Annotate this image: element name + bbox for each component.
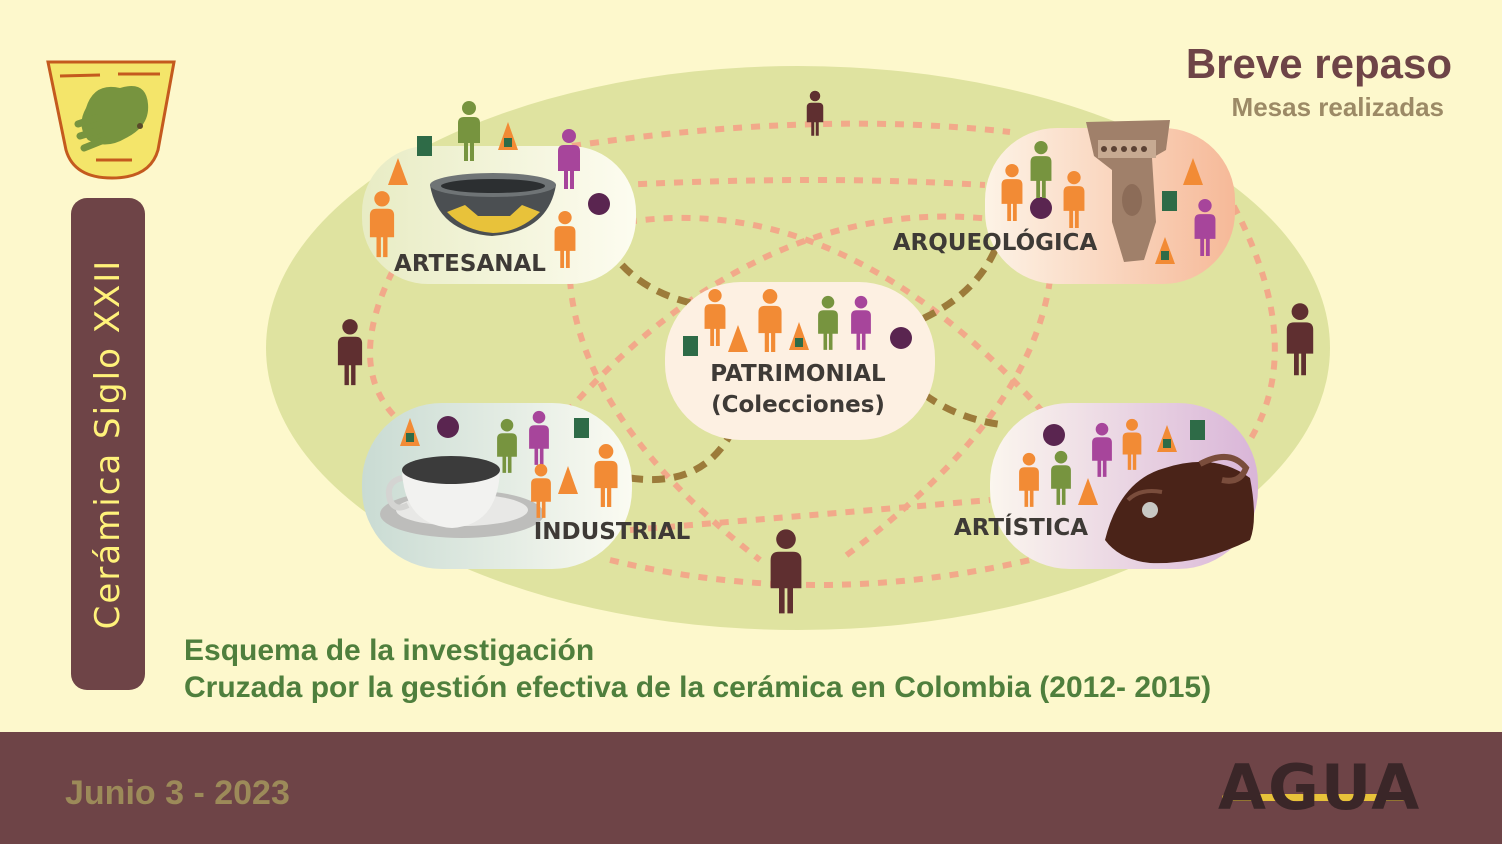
- circle-icon: [890, 327, 912, 349]
- caption-line-1: Esquema de la investigación: [184, 634, 595, 667]
- label-patrimonial: PATRIMONIAL: [710, 361, 886, 387]
- circle-icon: [1043, 424, 1065, 446]
- sidebar-label: Cerámica Siglo XXII: [88, 258, 128, 630]
- label-arqueologica: ARQUEOLÓGICA: [893, 228, 1098, 256]
- triangle-icon: [498, 122, 518, 150]
- triangle-icon: [1155, 237, 1175, 264]
- agua-logo: AGUA: [1218, 750, 1422, 826]
- square-icons: [417, 136, 1205, 440]
- person-icon: [337, 319, 363, 386]
- circle-icon: [437, 416, 459, 438]
- label-artesanal: ARTESANAL: [394, 251, 546, 277]
- square-icon: [1190, 420, 1205, 440]
- circle-icons: [437, 193, 1065, 446]
- person-icon: [1019, 452, 1039, 507]
- person-icon: [1063, 170, 1085, 228]
- caption-line-2: Cruzada por la gestión efectiva de la ce…: [184, 671, 1212, 704]
- diagram-caption: Esquema de la investigación Cruzada por …: [184, 632, 1211, 706]
- square-icon: [1162, 191, 1177, 211]
- person-icon: [818, 295, 838, 350]
- sculpture-image: [1105, 454, 1254, 564]
- person-icon: [758, 289, 782, 353]
- ceramic-cup-logo: [46, 60, 176, 180]
- person-icon: [770, 529, 802, 614]
- person-icon: [1122, 418, 1142, 470]
- person-icon: [531, 463, 551, 518]
- triangle-icon: [1157, 425, 1177, 452]
- triangle-icon: [1183, 158, 1203, 185]
- label-patrimonial-sub: (Colecciones): [711, 392, 885, 418]
- triangle-icons: [388, 122, 1203, 505]
- slide-subtitle: Mesas realizadas: [1231, 92, 1444, 122]
- person-icon: [704, 288, 726, 346]
- person-icon: [851, 295, 871, 350]
- person-icon: [369, 191, 395, 258]
- circle-icon: [1030, 197, 1052, 219]
- archaeological-figure-image: [1086, 120, 1170, 262]
- triangle-icon: [789, 322, 809, 350]
- label-artistica: ARTÍSTICA: [954, 513, 1088, 541]
- dotted-connections: [367, 120, 1278, 588]
- dashed-connections: [619, 248, 1006, 484]
- square-icon: [417, 136, 432, 156]
- slide-title: Breve repaso: [1185, 40, 1452, 87]
- person-icon: [1092, 422, 1112, 477]
- person-icon: [1001, 163, 1023, 221]
- triangle-icon: [558, 466, 578, 494]
- person-icon: [1030, 140, 1052, 198]
- square-icon: [574, 418, 589, 438]
- person-icon: [497, 418, 517, 473]
- triangle-icon: [400, 418, 420, 446]
- person-icon: [594, 444, 618, 508]
- cup-image: [380, 456, 544, 538]
- people-icons: [337, 90, 1314, 614]
- person-icon: [458, 101, 480, 161]
- circle-icon: [588, 193, 610, 215]
- logo-band: [1222, 794, 1406, 801]
- person-icon: [806, 90, 824, 136]
- square-icon: [683, 336, 698, 356]
- sidebar-banner: Cerámica Siglo XXII: [71, 198, 145, 690]
- person-icon: [1051, 450, 1071, 505]
- footer-bar: Junio 3 - 2023 AGUA: [0, 732, 1502, 844]
- logo-text: AGUA: [1218, 751, 1422, 824]
- bowl-image: [430, 173, 556, 236]
- person-icon: [1194, 198, 1216, 256]
- footer-date: Junio 3 - 2023: [65, 774, 290, 812]
- triangle-icon: [728, 325, 748, 352]
- person-icon: [558, 129, 580, 189]
- person-icon: [554, 210, 576, 268]
- triangle-icon: [388, 158, 408, 185]
- person-icon: [1286, 303, 1314, 376]
- label-industrial: INDUSTRIAL: [534, 519, 691, 545]
- triangle-icon: [1078, 478, 1098, 505]
- person-icon: [529, 410, 549, 465]
